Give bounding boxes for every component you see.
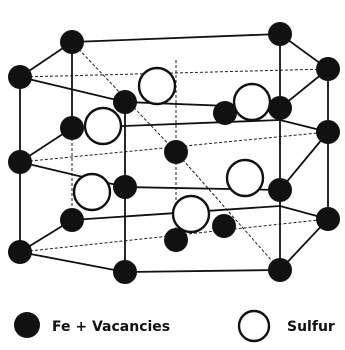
fe-atom (212, 214, 236, 238)
fe-atom (8, 240, 32, 264)
fe-atom (60, 116, 84, 140)
fe-atom (60, 208, 84, 232)
sulfur-atom (232, 82, 272, 122)
legend-fe-marker (14, 312, 40, 338)
fe-atom (8, 150, 32, 174)
sulfur-atom (83, 106, 123, 146)
sulfur-atom (171, 194, 211, 234)
sulfur-atom (137, 66, 177, 106)
fe-atom (164, 140, 188, 164)
sulfur-atom (72, 172, 112, 212)
legend-fe-label: Fe + Vacancies (52, 319, 171, 335)
fe-atom (268, 96, 292, 120)
fe-atom (316, 57, 340, 81)
fe-atom (213, 101, 237, 125)
fe-atom (113, 90, 137, 114)
fe-atom (268, 258, 292, 282)
fe-atom (113, 175, 137, 199)
fe-atom (316, 120, 340, 144)
legend-sulfur-label: Sulfur (287, 319, 335, 335)
fe-atom (268, 178, 292, 202)
sulfur-atom (225, 158, 265, 198)
fe-atom (113, 260, 137, 284)
fe-atom (164, 228, 188, 252)
fe-atom (60, 30, 84, 54)
fe-atom (268, 22, 292, 46)
fe-atom (316, 207, 340, 231)
legend-sulfur-marker (237, 309, 271, 343)
fe-atom (8, 65, 32, 89)
